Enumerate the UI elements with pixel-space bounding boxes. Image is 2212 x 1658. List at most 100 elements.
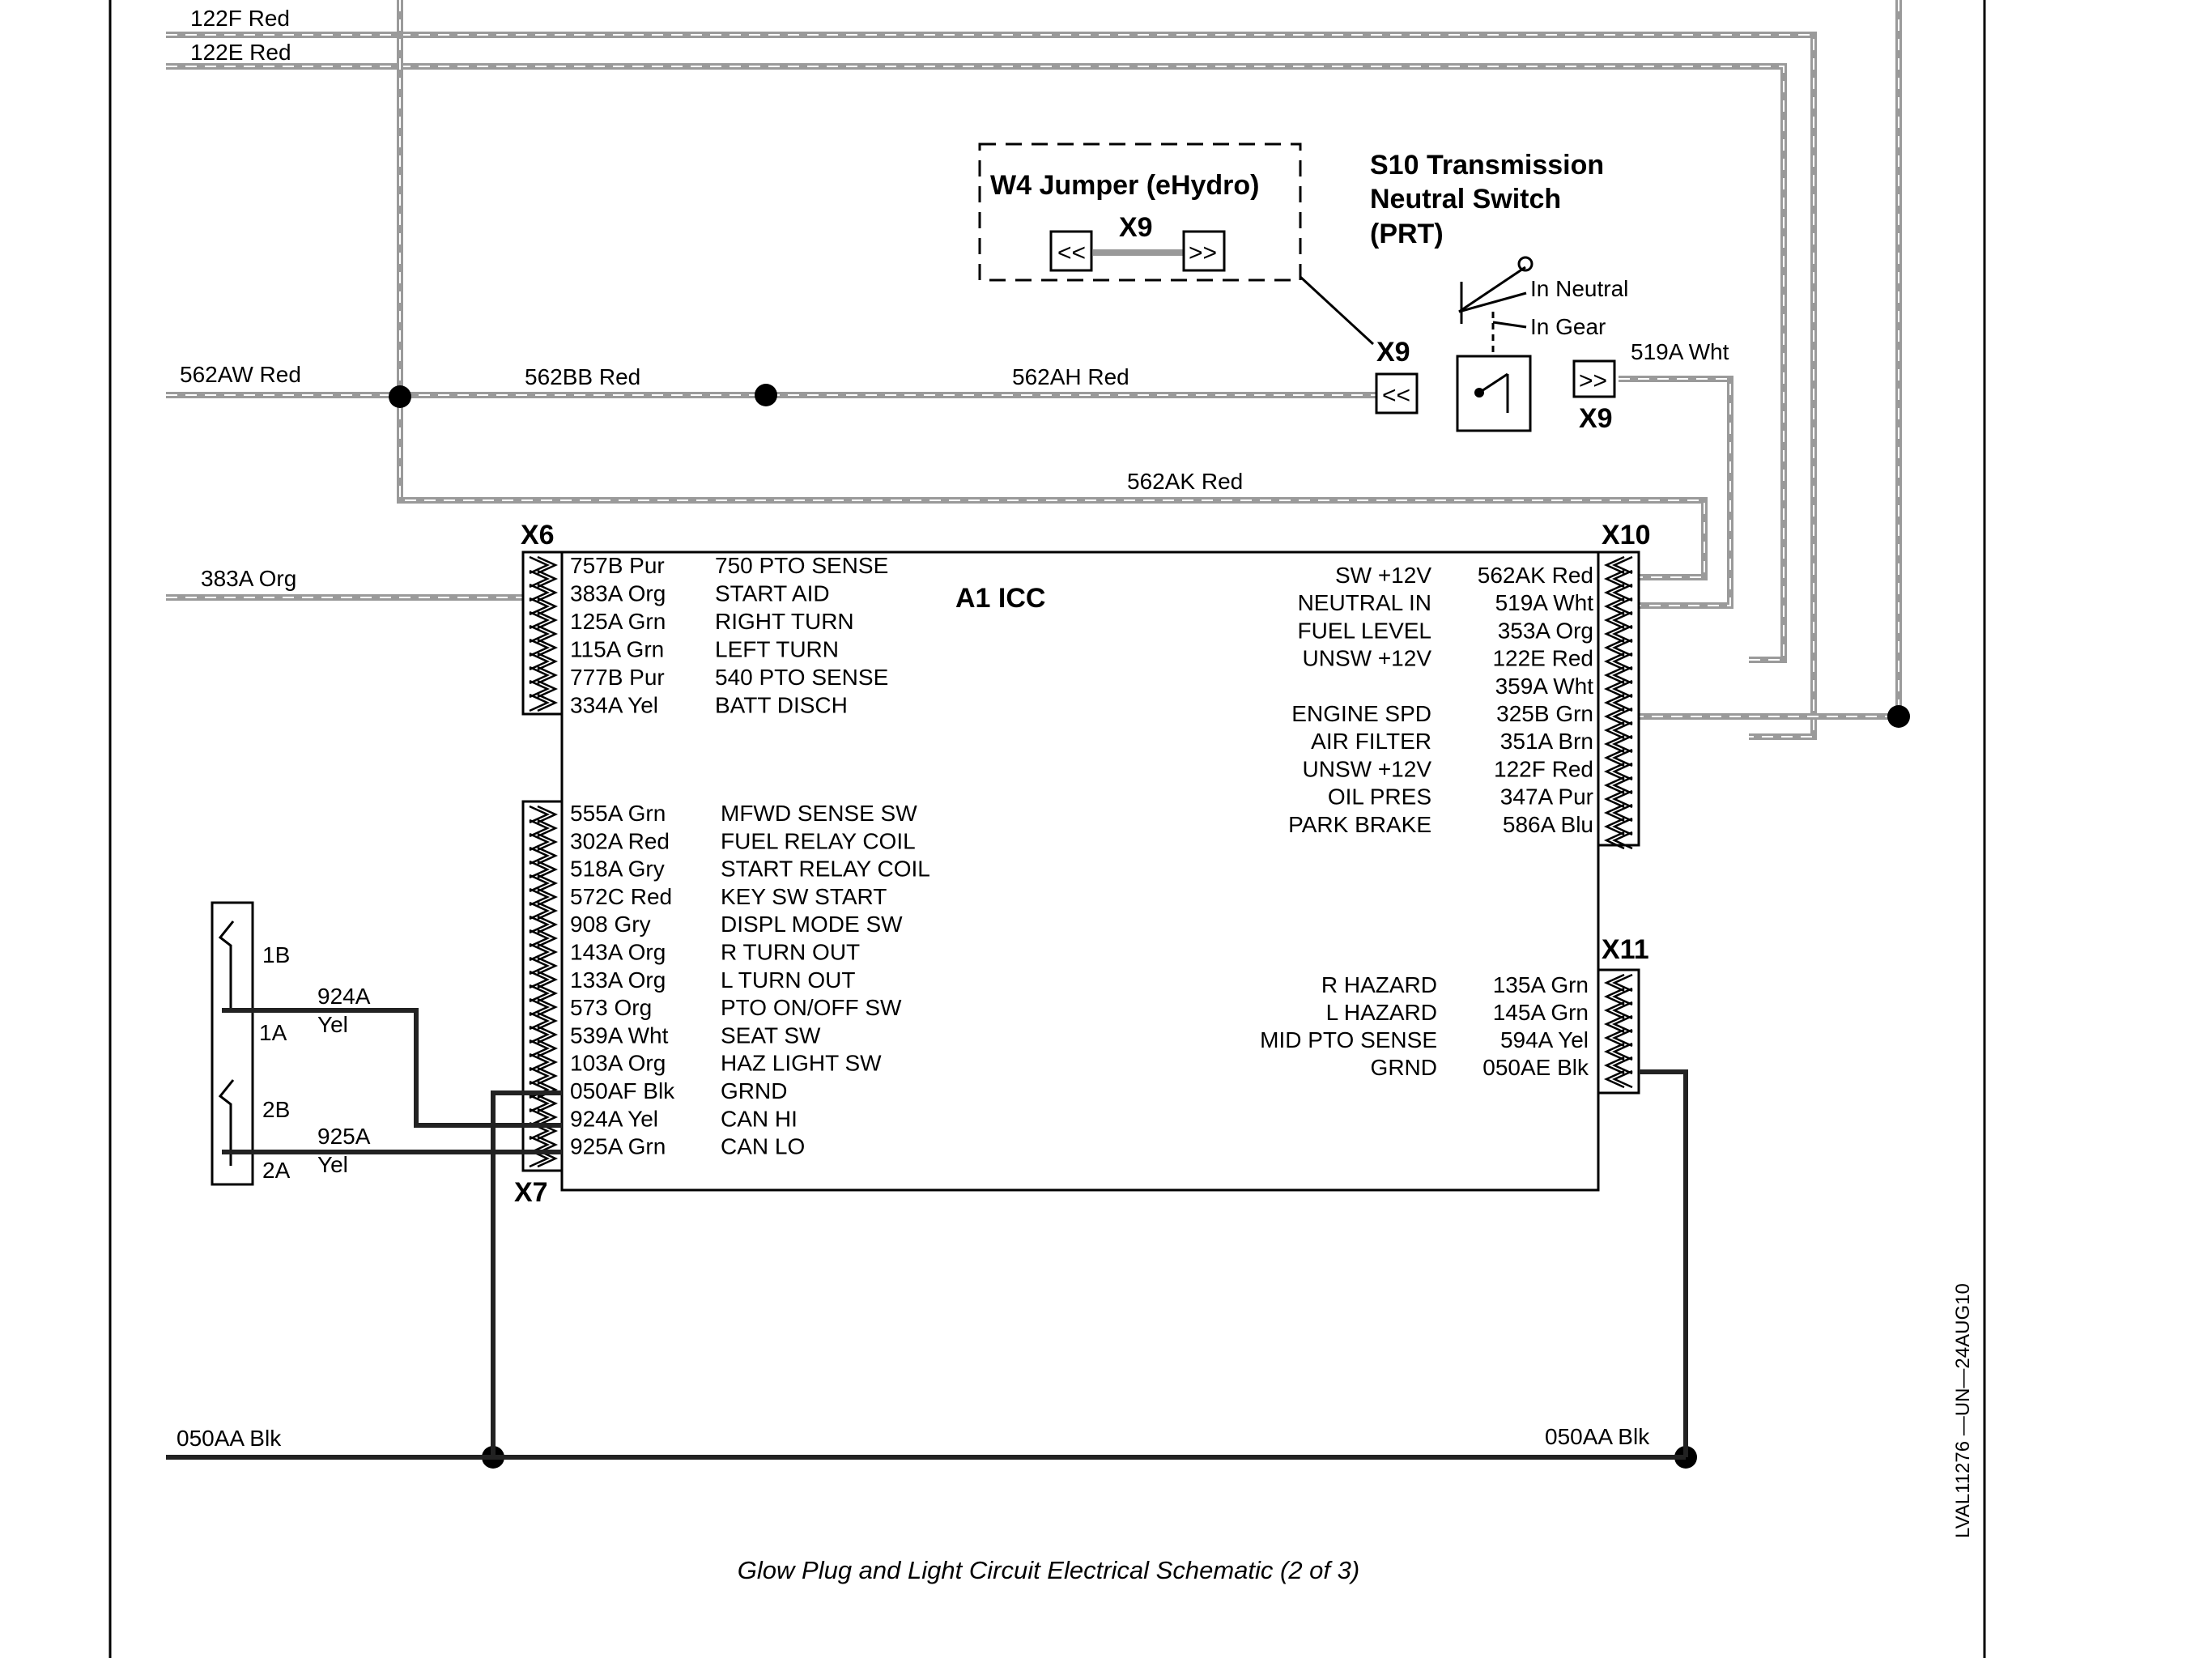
page-title: Glow Plug and Light Circuit Electrical S… xyxy=(738,1556,1359,1584)
x7-pin-function: MFWD SENSE SW xyxy=(721,801,917,826)
pin-chevron xyxy=(1603,569,1633,589)
x6-pin-wire: 334A Yel xyxy=(570,693,658,718)
x10-pin-wire: 122F Red xyxy=(1494,756,1593,781)
x7-pin-function: KEY SW START xyxy=(721,884,887,909)
pin-chevron xyxy=(1603,652,1633,671)
wire-label: 383A Org xyxy=(201,566,296,591)
splice-dot xyxy=(755,384,777,406)
wire-label: 562BB Red xyxy=(525,364,640,389)
x11-pin-function: R HAZARD xyxy=(1321,972,1437,997)
jumper-title: W4 Jumper (eHydro) xyxy=(990,170,1260,201)
x10-pin-function: FUEL LEVEL xyxy=(1298,618,1431,643)
x11-pin-wire: 135A Grn xyxy=(1493,972,1589,997)
x6-pin-wire: 125A Grn xyxy=(570,609,666,634)
pin-chevron xyxy=(1603,987,1633,1006)
switch-title-line3: (PRT) xyxy=(1370,219,1444,249)
x7-pin-wire: 518A Gry xyxy=(570,857,665,882)
a1-icc-controller: A1 ICC xyxy=(560,551,1600,1192)
pin-chevron xyxy=(1603,1056,1633,1075)
pin-chevron xyxy=(1603,1014,1633,1034)
pin-chevron xyxy=(529,597,559,616)
x7-pin-wire: 573 Org xyxy=(570,995,652,1020)
x7-pin-function: START RELAY COIL xyxy=(721,857,930,882)
pin-chevron xyxy=(529,555,559,575)
x11-pin-wire: 594A Yel xyxy=(1500,1027,1589,1052)
wire-label: 562AW Red xyxy=(180,362,301,387)
pin-chevron xyxy=(529,665,559,685)
wire-label: 122E Red xyxy=(190,40,291,65)
pin-chevron xyxy=(529,929,559,948)
x10-pin-wire: 351A Brn xyxy=(1500,729,1593,754)
x7-pin-wire: 143A Org xyxy=(570,940,666,965)
pin-chevron xyxy=(1603,665,1633,685)
pin-chevron xyxy=(529,915,559,934)
wire-122e xyxy=(166,63,1787,663)
pin-chevron xyxy=(529,1025,559,1044)
w4-jumper: W4 Jumper (eHydro) X9 << >> xyxy=(978,142,1375,346)
x10-pin-function: PARK BRAKE xyxy=(1288,812,1431,837)
pin-chevron xyxy=(529,874,559,893)
x10-pin-wire: 519A Wht xyxy=(1495,590,1594,615)
wire-519a xyxy=(1619,376,1733,609)
pin-chevron xyxy=(1603,1028,1633,1048)
pin-chevron xyxy=(1603,1069,1633,1089)
x6-pin-wire: 757B Pur xyxy=(570,553,665,578)
pin-chevron xyxy=(1603,817,1633,836)
pin-chevron xyxy=(1603,831,1633,850)
pin-chevron xyxy=(529,901,559,920)
wire-label: 122F Red xyxy=(190,6,290,31)
pin-chevron xyxy=(529,818,559,838)
s10-switch: S10 Transmission Neutral Switch (PRT) In… xyxy=(1370,150,1628,434)
switch-position-neutral: In Neutral xyxy=(1530,276,1628,301)
x7-pin-wire: 572C Red xyxy=(570,884,672,909)
x7-pin-wire: 908 Gry xyxy=(570,912,651,937)
pin-chevron xyxy=(529,624,559,644)
x10-pin-function: AIR FILTER xyxy=(1311,729,1431,754)
can-pin-label: 2A xyxy=(262,1158,291,1183)
x7-pin-function: R TURN OUT xyxy=(721,940,860,965)
pin-chevron xyxy=(529,970,559,989)
x7-pin-function: CAN LO xyxy=(721,1134,805,1159)
x7-pin-wire: 133A Org xyxy=(570,967,666,993)
pin-chevron xyxy=(1603,762,1633,781)
x7-pin-function: L TURN OUT xyxy=(721,967,855,993)
pin-chevron xyxy=(1603,597,1633,616)
pin-chevron xyxy=(529,1039,559,1058)
pin-chevron xyxy=(1603,973,1633,993)
x10-pin-function: UNSW +12V xyxy=(1303,646,1432,671)
pin-chevron xyxy=(1603,624,1633,644)
switch-title-line2: Neutral Switch xyxy=(1370,184,1561,215)
can-pin-label: 1A xyxy=(259,1020,287,1045)
x6-pin-function: RIGHT TURN xyxy=(715,609,854,634)
can-connector: 1B 1A 2B 2A 924A Yel 925A Yel xyxy=(211,901,562,1186)
x7-pin-function: FUEL RELAY COIL xyxy=(721,828,916,853)
pin-chevron xyxy=(529,1066,559,1086)
x10-label: X10 xyxy=(1602,520,1651,551)
can-wire2-color: Yel xyxy=(317,1152,348,1177)
can-pin-label: 1B xyxy=(262,942,290,967)
x7-pin-wire: 539A Wht xyxy=(570,1022,669,1048)
pin-chevron xyxy=(529,984,559,1003)
x7-pin-function: SEAT SW xyxy=(721,1022,821,1048)
pin-chevron xyxy=(1603,789,1633,809)
pin-chevron xyxy=(529,1094,559,1113)
pin-chevron xyxy=(1603,693,1633,712)
wire-label: 562AH Red xyxy=(1012,364,1129,389)
pin-chevron xyxy=(1603,803,1633,823)
x7-label: X7 xyxy=(514,1177,548,1208)
wire-122f xyxy=(166,32,1817,740)
splice-dot xyxy=(389,385,411,408)
ground-wiring xyxy=(166,1069,1688,1460)
x6-pin-wire: 777B Pur xyxy=(570,665,665,690)
pin-chevron xyxy=(529,846,559,865)
figure-id: LVAL11276 —UN—24AUG10 xyxy=(1952,1283,1974,1538)
pin-chevron xyxy=(1603,1001,1633,1020)
ground-wire-label-right: 050AA Blk xyxy=(1545,1424,1650,1449)
pin-chevron xyxy=(529,1011,559,1031)
x7-pin-wire: 103A Org xyxy=(570,1051,666,1076)
pin-chevron xyxy=(1603,1042,1633,1061)
pin-chevron xyxy=(1603,721,1633,740)
x10-pin-function: UNSW +12V xyxy=(1303,756,1432,781)
